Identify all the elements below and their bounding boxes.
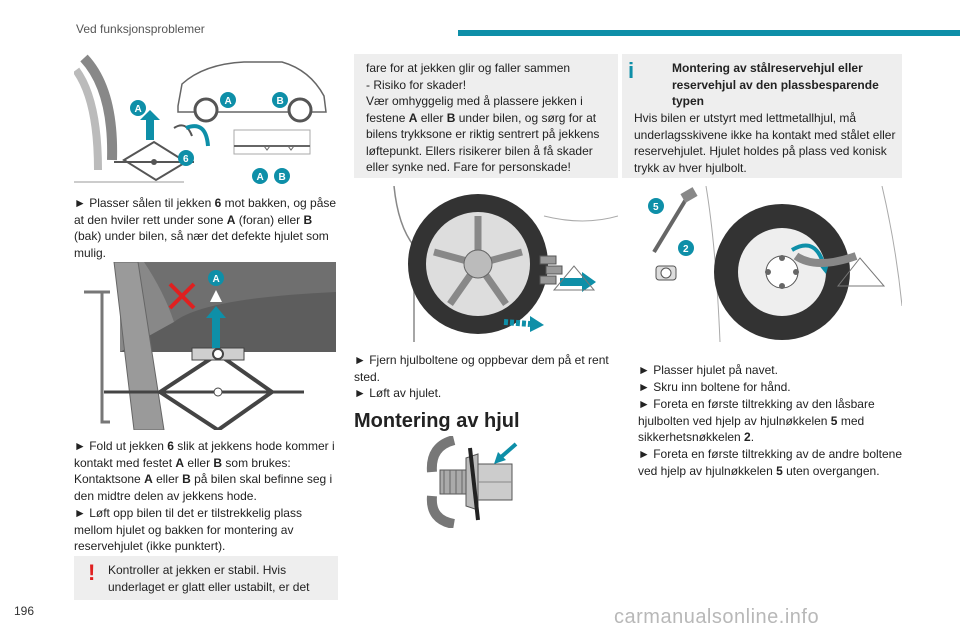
instruction-lift-car: ► Løft opp bilen til det er tilstrekkeli… — [74, 506, 302, 553]
info-title: Montering av stålreservehjul eller reser… — [672, 61, 879, 108]
svg-text:5: 5 — [653, 202, 659, 213]
bolt-detail-figure — [426, 436, 518, 528]
jack-placement-figure: A A B 6 A B — [74, 54, 327, 184]
lift-arrow — [206, 306, 226, 348]
hand-illustration — [793, 252, 858, 267]
warning-box-continued: fare for at jekken glir og faller sammen… — [354, 54, 618, 178]
warning-text: fare for at jekken glir og faller sammen… — [366, 61, 600, 174]
instruction-screw-bolts: ► Skru inn boltene for hånd. — [638, 380, 791, 394]
svg-text:B: B — [279, 172, 286, 183]
wheel-bolts — [539, 255, 563, 285]
badge-b: B — [272, 92, 288, 108]
badge-6: 6 — [178, 150, 194, 166]
remove-wheel-arrow — [503, 319, 531, 327]
info-icon: i — [628, 58, 635, 83]
instruction-unfold-jack: ► Fold ut jekken 6 slik at jekkens hode … — [74, 439, 335, 503]
warning-icon: ! — [88, 560, 96, 585]
scissor-jack-illustration — [836, 257, 886, 287]
sill-detail — [233, 129, 311, 155]
instruction-fit-wheel: ► Plasser hjulet på navet. — [638, 363, 778, 377]
remove-bolts-figure — [393, 186, 618, 342]
info-box: i Montering av stålreservehjul eller res… — [622, 54, 902, 178]
svg-text:A: A — [135, 104, 142, 115]
rotate-arrow — [185, 124, 210, 147]
fit-wheel-figure: 5 2 — [648, 186, 902, 342]
badge-a: A — [130, 100, 146, 116]
badge-a: A — [220, 92, 236, 108]
watermark: carmanualsonline.info — [614, 606, 820, 628]
badge-5: 5 — [648, 198, 664, 214]
section-title: Montering av hjul — [354, 410, 520, 432]
svg-text:2: 2 — [683, 244, 689, 255]
svg-text:B: B — [277, 96, 284, 107]
washer — [468, 447, 480, 521]
badge-a: A — [208, 270, 224, 286]
svg-text:A: A — [225, 96, 232, 107]
svg-text:A: A — [257, 172, 264, 183]
contact-point — [210, 290, 222, 302]
badge-b: B — [274, 168, 290, 184]
header-accent-bar — [458, 30, 960, 36]
pointer-arrow — [498, 442, 518, 460]
instruction-lift-wheel: ► Løft av hjulet. — [354, 386, 442, 400]
incorrect-position-icon — [168, 282, 196, 310]
svg-text:6: 6 — [183, 154, 189, 165]
warning-box: ! Kontroller at jekken er stabil. Hvis u… — [74, 556, 338, 600]
badge-2: 2 — [678, 240, 694, 256]
car-silhouette — [177, 61, 327, 123]
badge-a: A — [252, 168, 268, 184]
wheel-wrench-illustration — [652, 187, 698, 254]
page-number: 196 — [14, 604, 35, 618]
warning-text: Kontroller at jekken er stabil. Hvis und… — [108, 563, 310, 594]
instruction-place-jack: ► Plasser sålen til jekken 6 mot bakken,… — [74, 196, 337, 260]
svg-text:A: A — [213, 274, 220, 285]
wheel-illustration — [74, 54, 118, 171]
security-key-illustration — [655, 265, 677, 281]
jack-contact-figure: A — [84, 262, 336, 430]
instruction-remove-bolts: ► Fjern hjulboltene og oppbevar dem på e… — [354, 353, 609, 384]
instruction-tighten-other-bolts: ► Foreta en første tiltrekking av de and… — [638, 447, 903, 478]
lift-arrow — [140, 110, 160, 140]
instruction-tighten-locking-bolt: ► Foreta en første tiltrekking av den lå… — [638, 397, 875, 444]
remove-arrow — [560, 272, 596, 292]
running-header: Ved funksjonsproblemer — [76, 22, 205, 36]
info-text: Hvis bilen er utstyrt med lettmetallhjul… — [634, 111, 896, 175]
scissor-jack-illustration — [104, 347, 304, 430]
scissor-jack-illustration — [552, 265, 596, 291]
